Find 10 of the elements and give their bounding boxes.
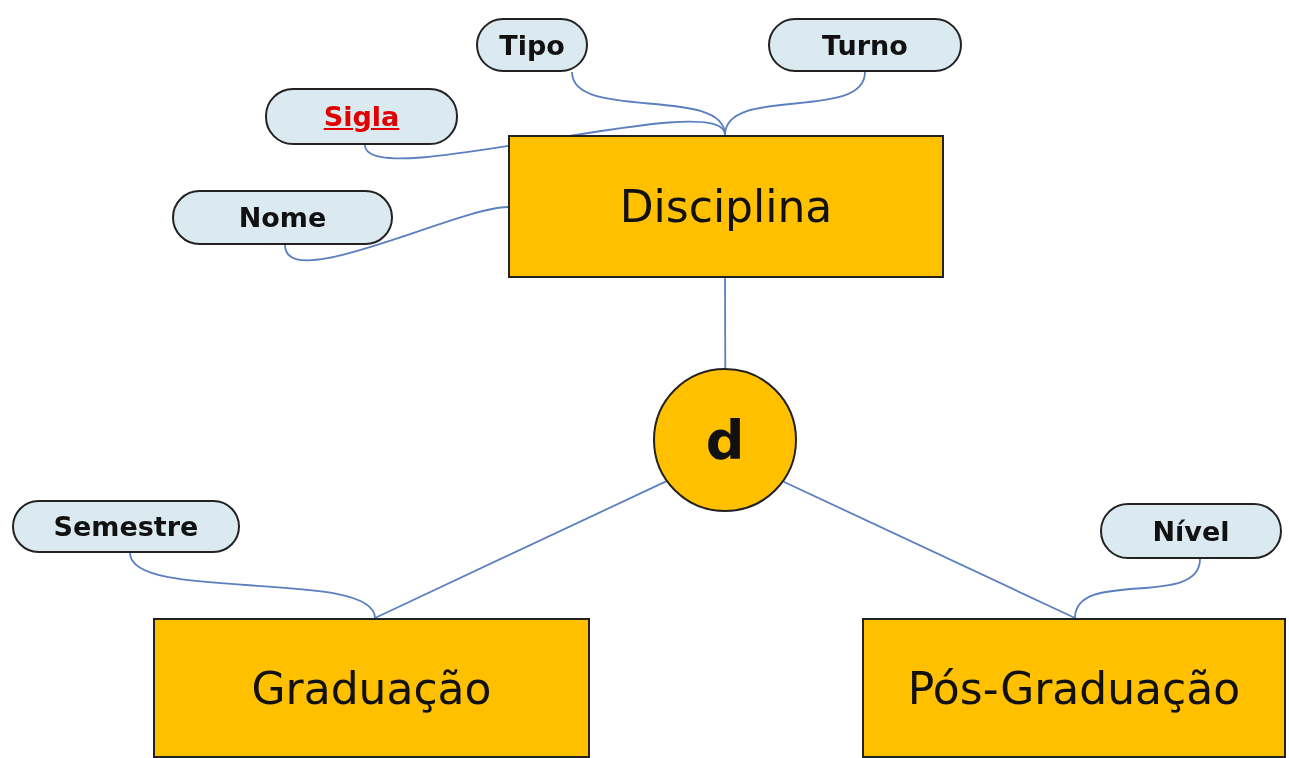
connector-line <box>374 480 667 619</box>
entity-box: Pós-Graduação <box>862 618 1286 758</box>
entity-box: Graduação <box>153 618 590 758</box>
connector-line <box>724 277 727 369</box>
entity-box: Disciplina <box>508 135 944 278</box>
connector-line <box>1074 558 1201 619</box>
connector-line <box>129 552 376 619</box>
specialization-circle: d <box>653 368 797 512</box>
connector-line <box>284 206 509 262</box>
connector-line <box>782 480 1076 619</box>
